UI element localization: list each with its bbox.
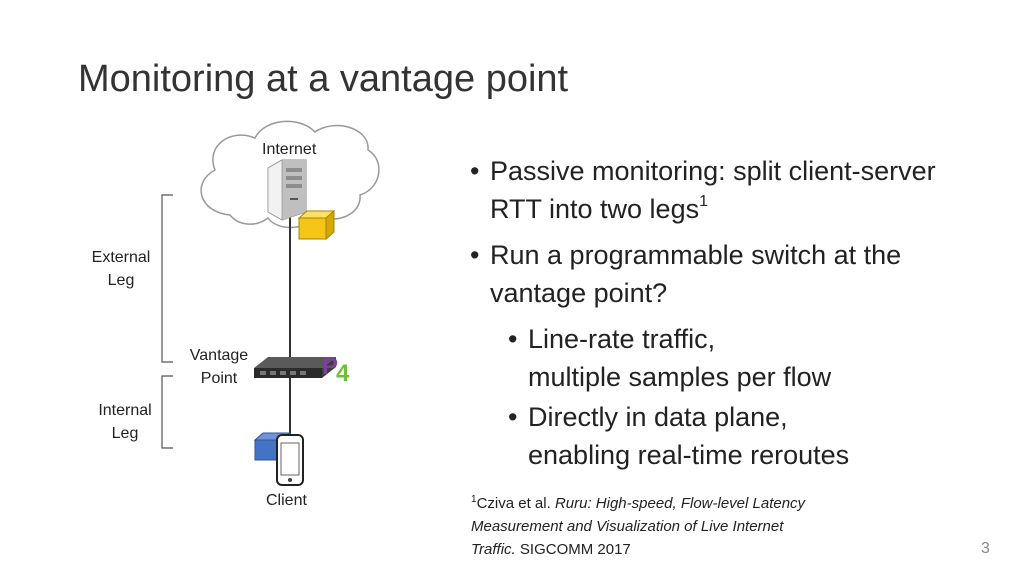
bullet-programmable-switch: Run a programmable switch at the vantage… <box>466 236 936 312</box>
bullet-passive-monitoring: Passive monitoring: split client-server … <box>466 152 936 228</box>
switch-icon <box>254 357 336 378</box>
subbullet-2-line2: enabling real-time reroutes <box>528 440 850 470</box>
page-number: 3 <box>981 540 990 557</box>
vantage-line1: Vantage <box>189 347 249 364</box>
citation: 1Cziva et al. Ruru: High-speed, Flow-lev… <box>471 492 811 561</box>
internal-leg-label: Internal Leg <box>90 399 160 445</box>
bullet-1-text: Passive monitoring: split client-server … <box>490 156 936 224</box>
citation-footnote-mark: 1 <box>471 494 477 505</box>
bullet-2-text: Run a programmable switch at the vantage… <box>490 240 902 308</box>
external-leg-label: External Leg <box>86 246 156 292</box>
vantage-line2: Point <box>200 370 238 387</box>
internal-leg-line1: Internal <box>98 402 152 419</box>
internal-leg-line2: Leg <box>111 425 139 442</box>
slide-title: Monitoring at a vantage point <box>78 58 569 100</box>
external-leg-line1: External <box>91 249 151 266</box>
citation-authors: Cziva et al. <box>476 495 555 512</box>
bullet-list: Passive monitoring: split client-server … <box>466 152 936 476</box>
subbullet-line-rate: Line-rate traffic, multiple samples per … <box>466 320 936 396</box>
internal-leg-bracket <box>161 375 173 449</box>
bullet-1-footnote-ref: 1 <box>699 193 708 210</box>
subbullet-data-plane: Directly in data plane, enabling real-ti… <box>466 398 936 474</box>
server-icon <box>267 159 307 221</box>
yellow-box-icon <box>297 209 336 241</box>
internet-label: Internet <box>262 141 317 158</box>
client-label: Client <box>266 492 307 509</box>
citation-venue: SIGCOMM 2017 <box>515 541 631 558</box>
phone-icon <box>276 434 304 486</box>
external-leg-line2: Leg <box>107 272 135 289</box>
subbullet-1-line1: Line-rate traffic, <box>528 324 716 354</box>
svg-text:P: P <box>322 353 338 380</box>
subbullet-1-line2: multiple samples per flow <box>528 362 832 392</box>
p4-logo: P 4 <box>322 353 350 387</box>
vantage-point-label: Vantage Point <box>183 344 255 390</box>
svg-text:4: 4 <box>336 360 350 387</box>
external-leg-bracket <box>161 194 173 363</box>
subbullet-2-line1: Directly in data plane, <box>528 402 788 432</box>
citation-title: Ruru: High-speed, Flow-level Latency Mea… <box>471 495 806 558</box>
